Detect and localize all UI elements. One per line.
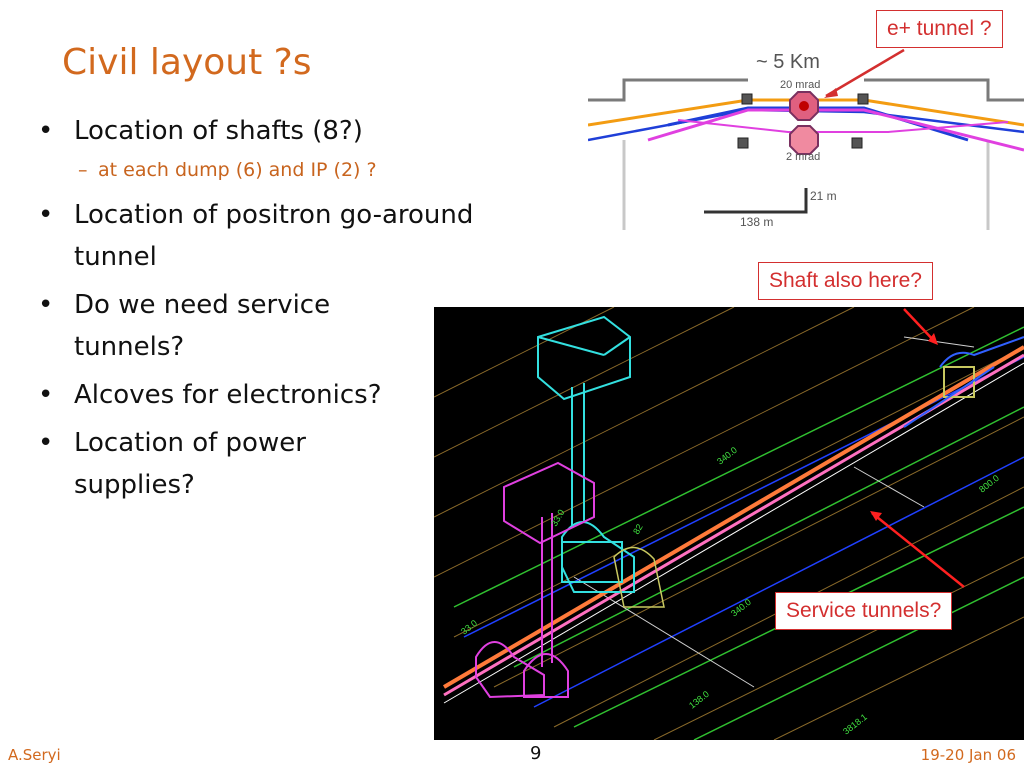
ip-2mrad-icon	[789, 125, 819, 155]
page-number: 9	[530, 743, 542, 764]
crossing-2-label: 2 mrad	[786, 151, 820, 163]
bullet-list: Location of shafts (8?) at each dump (6)…	[36, 110, 536, 512]
service-arrow	[871, 512, 965, 588]
length-label: 138 m	[740, 215, 773, 229]
main-beam-pipe	[442, 345, 1024, 689]
ip-layout-diagram: ~ 5 Km 20 mrad 2 mrad 21 m 138 m	[588, 48, 1024, 230]
callout-shaft: Shaft also here?	[758, 262, 933, 300]
distance-label: ~ 5 Km	[756, 51, 820, 73]
magenta-shaft	[475, 461, 595, 699]
right-shaft	[903, 336, 1024, 428]
magnet-box	[851, 137, 863, 149]
magnet-box	[737, 137, 749, 149]
bullet-alcoves: Alcoves for electronics?	[36, 374, 536, 416]
footer-date: 19-20 Jan 06	[920, 746, 1016, 764]
right-alcove	[613, 546, 665, 608]
cad-label: 82	[631, 522, 645, 536]
callout-e-tunnel: e+ tunnel ?	[876, 10, 1003, 48]
bullet-positron-tunnel: Location of positron go-around tunnel	[36, 194, 536, 278]
slide-title: Civil layout ?s	[62, 42, 312, 83]
tunnel-outline	[588, 78, 1024, 102]
e-tunnel-arrow	[825, 48, 905, 98]
magnet-box	[741, 93, 753, 105]
bullet-service-tunnels: Do we need service tunnels?	[36, 284, 394, 368]
bullet-shafts: Location of shafts (8?)	[36, 110, 536, 152]
magenta-beam-2	[677, 119, 1009, 133]
depth-label: 21 m	[810, 189, 837, 203]
magnet-box	[857, 93, 869, 105]
shaft-arrow	[903, 308, 937, 344]
cad-tunnel-view: 340.0 340.0 800.0 33.0 138.0 3818.1 33.0…	[434, 307, 1024, 740]
callout-service: Service tunnels?	[775, 592, 953, 630]
crossing-20-label: 20 mrad	[780, 79, 820, 91]
sub-bullet-dumps: at each dump (6) and IP (2) ?	[36, 154, 536, 186]
bullet-power-supplies: Location of power supplies?	[36, 422, 394, 506]
footer-author: A.Seryi	[8, 746, 61, 764]
depth-bracket	[704, 188, 808, 214]
